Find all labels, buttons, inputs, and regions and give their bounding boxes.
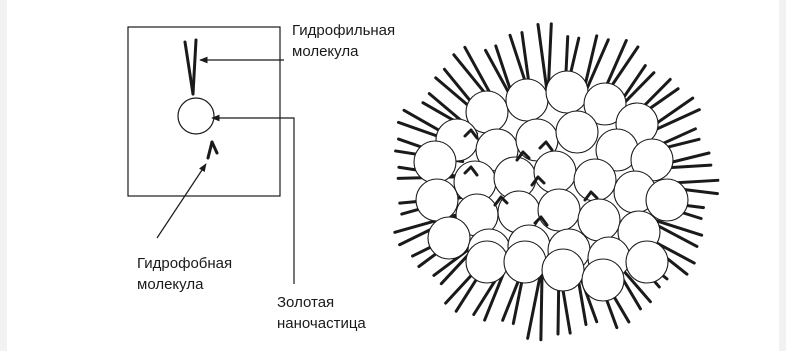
gold-nanoparticle-sphere — [582, 259, 624, 301]
gold-nanoparticle-sphere — [542, 249, 584, 291]
label-gold-line-2: наночастица — [277, 315, 366, 332]
label-hydrophobic-line-1: Гидрофобная — [137, 255, 232, 272]
gold-nanoparticle-sphere — [504, 241, 546, 283]
gold-nanoparticle-sphere — [428, 217, 470, 259]
gold-nanoparticle-sphere — [578, 199, 620, 241]
label-hydrophobic-molecule: Гидрофобная молекула — [137, 253, 232, 295]
label-hydrophilic-line-2: молекула — [292, 43, 358, 60]
hydrophobic-molecule-icon — [208, 142, 217, 158]
single-gold-nanoparticle — [178, 98, 214, 134]
gold-nanoparticle-sphere — [466, 241, 508, 283]
gold-nanoparticle-sphere — [414, 141, 456, 183]
label-gold-nanoparticle: Золотая наночастица — [277, 292, 366, 334]
label-gold-line-1: Золотая — [277, 294, 334, 311]
gold-nanoparticle-sphere — [546, 71, 588, 113]
gold-nanoparticle-sphere — [646, 179, 688, 221]
label-hydrophilic-molecule: Гидрофильная молекула — [292, 20, 395, 62]
label-hydrophobic-line-2: молекула — [137, 276, 203, 293]
label-hydrophilic-line-1: Гидрофильная — [292, 22, 395, 39]
nanoparticle-cluster — [395, 24, 718, 340]
hydrophilic-molecule-icon — [185, 40, 196, 94]
gold-nanoparticle-sphere — [538, 189, 580, 231]
gold-nanoparticle-sphere — [534, 151, 576, 193]
hydrophobic-arrow — [157, 164, 206, 238]
gold-nanoparticle-sphere — [626, 241, 668, 283]
gold-nanoparticle-sphere — [416, 179, 458, 221]
gold-nanoparticle-sphere — [506, 79, 548, 121]
diagram-canvas: Гидрофильная молекула Гидрофобная молеку… — [7, 0, 779, 351]
nanoparticle-diagram — [7, 0, 786, 351]
gold-nanoparticle-sphere — [556, 111, 598, 153]
